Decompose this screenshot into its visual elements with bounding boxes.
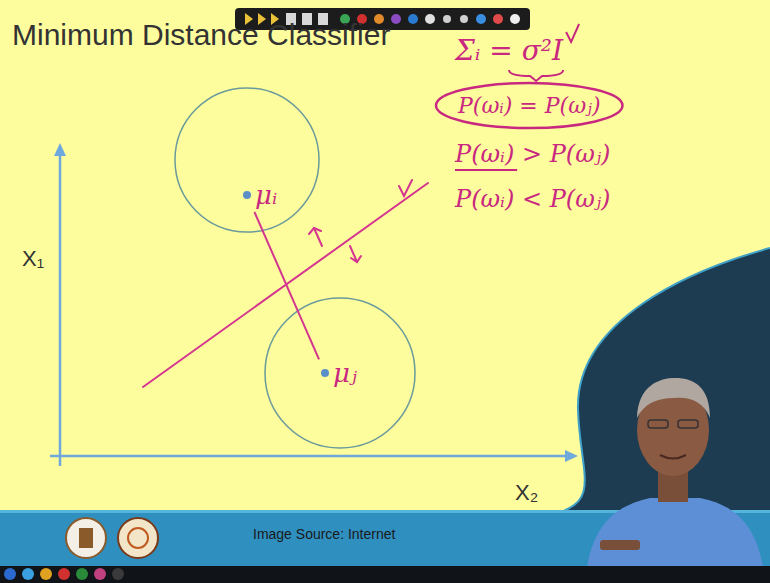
- axis-label: X₂: [515, 480, 538, 506]
- prior-less-note: P(ωᵢ) < P(ωⱼ): [455, 185, 610, 213]
- prior-greater-note: P(ωᵢ) > P(ωⱼ): [455, 140, 610, 168]
- underline-mark: [455, 169, 517, 171]
- prior-equal-note: P(ωᵢ) = P(ωⱼ): [458, 93, 600, 118]
- image-source-note: Image Source: Internet: [253, 526, 395, 542]
- brace-mark: [509, 70, 563, 81]
- slide-title: Minimum Distance Classifier: [12, 18, 390, 52]
- mean-label: μᵢ: [241, 178, 277, 212]
- class-mean: μᵢ: [241, 178, 277, 212]
- mean-point: [321, 369, 329, 377]
- highlight-ellipse: [436, 83, 622, 128]
- class-mean: μⱼ: [319, 356, 357, 390]
- check-mark: [566, 24, 579, 42]
- axis-label: X₁: [22, 246, 44, 272]
- covariance-note: Σᵢ = σ²I: [455, 34, 563, 67]
- mean-point: [243, 191, 251, 199]
- mean-connector: [254, 212, 319, 359]
- mean-label: μⱼ: [319, 356, 357, 390]
